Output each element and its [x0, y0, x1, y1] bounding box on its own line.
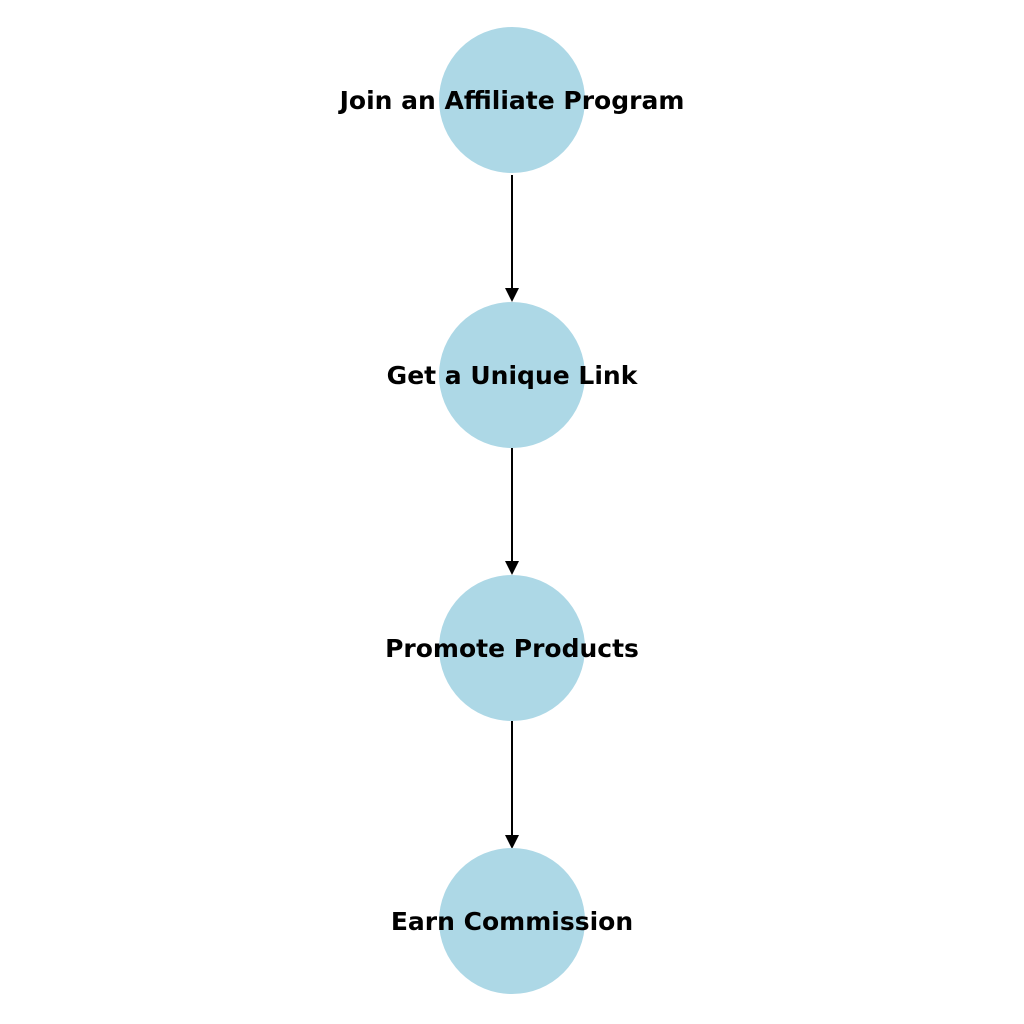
edge-arrow-3	[505, 721, 519, 849]
flow-node-earn-commission: Earn Commission	[391, 848, 633, 994]
node-label: Get a Unique Link	[387, 361, 639, 390]
node-label: Join an Affiliate Program	[338, 86, 685, 115]
node-circle	[439, 27, 585, 173]
node-label: Earn Commission	[391, 907, 633, 936]
flow-node-promote-products: Promote Products	[385, 575, 639, 721]
flow-node-join-affiliate-program: Join an Affiliate Program	[338, 27, 685, 173]
node-circle	[439, 575, 585, 721]
node-circle	[439, 302, 585, 448]
edge-arrow-2	[505, 448, 519, 575]
arrowhead-icon	[505, 835, 519, 849]
edge-arrow-1	[505, 175, 519, 302]
arrowhead-icon	[505, 288, 519, 302]
node-circle	[439, 848, 585, 994]
flow-node-get-unique-link: Get a Unique Link	[387, 302, 639, 448]
arrowhead-icon	[505, 561, 519, 575]
node-label: Promote Products	[385, 634, 639, 663]
